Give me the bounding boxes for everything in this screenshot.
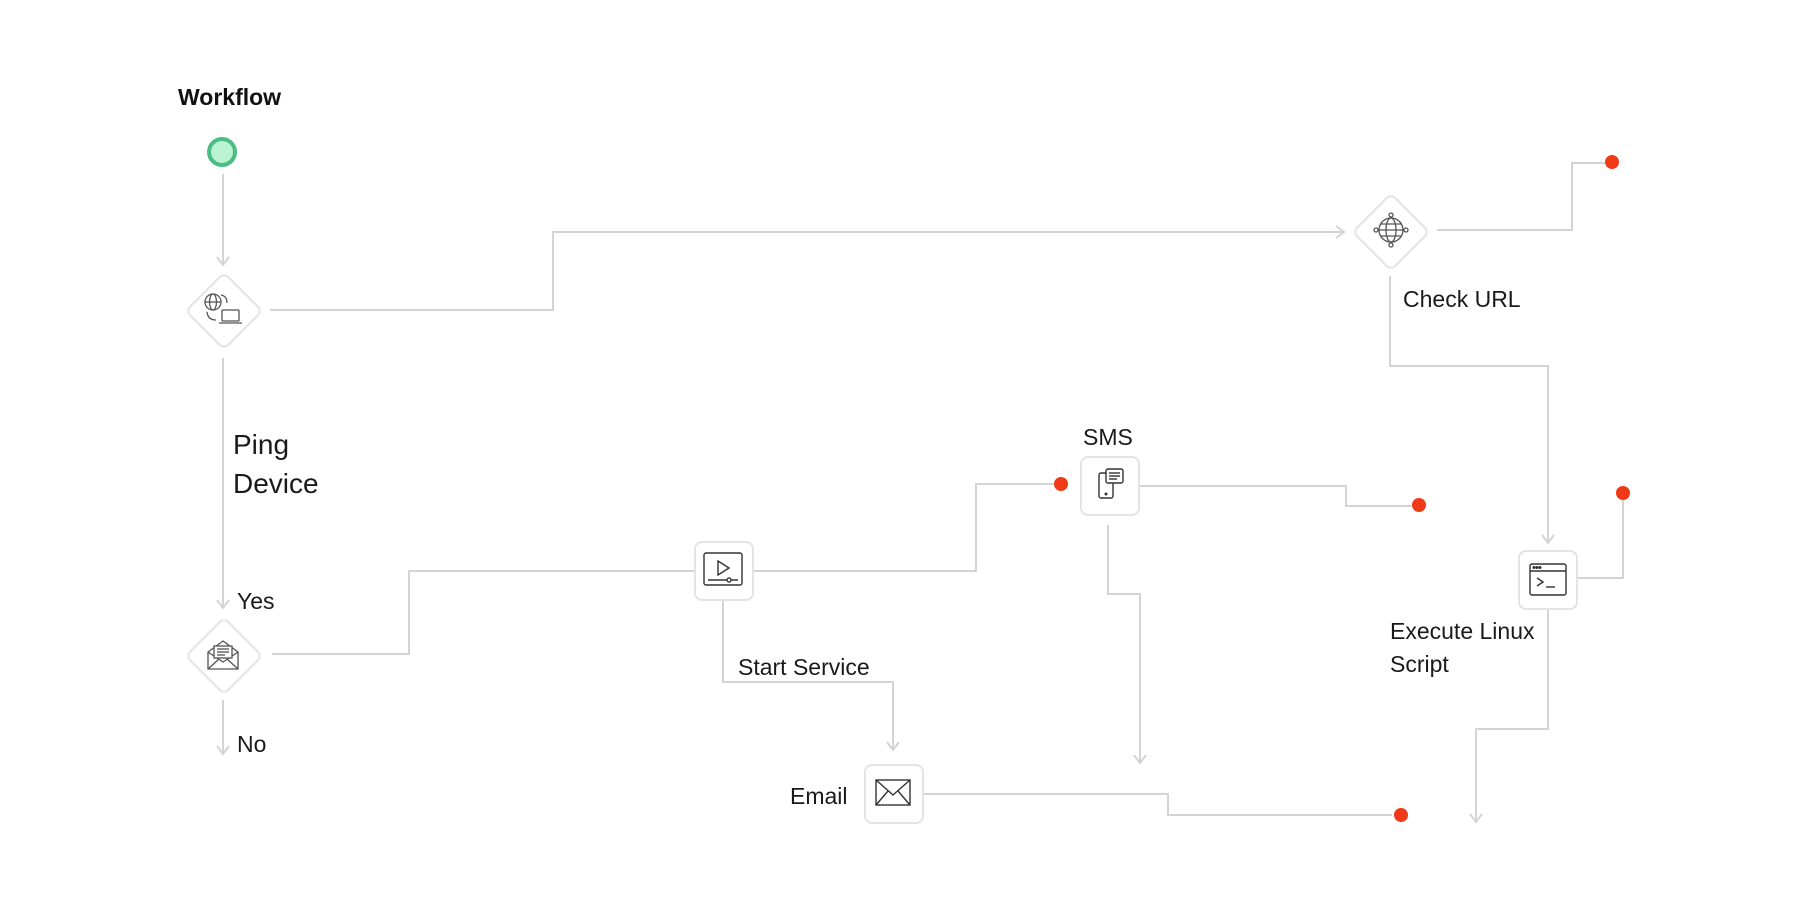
arrowhead: [1335, 225, 1346, 239]
branch-no-label: No: [237, 731, 267, 757]
connector-startservice-to-sms: [752, 483, 1054, 572]
execute-script-label-line1: Execute Linux: [1390, 618, 1535, 644]
connector-checkurl-to-script: [1389, 276, 1549, 542]
arrowhead: [216, 256, 230, 267]
arrowhead: [1133, 754, 1147, 765]
connector-email-to-end: [923, 793, 1392, 816]
workflow-title: Workflow: [178, 84, 282, 110]
arrowhead: [1541, 534, 1555, 545]
branch-yes-label: Yes: [237, 588, 275, 614]
connector-condition-to-startservice: [272, 570, 694, 655]
arrowhead: [216, 599, 230, 610]
connector-checkurl-to-end: [1437, 162, 1612, 231]
arrowhead: [1469, 813, 1483, 824]
endpoint-dot[interactable]: [1616, 486, 1630, 500]
check-url-label: Check URL: [1403, 286, 1521, 312]
ping-device-label-line2: Device: [233, 468, 319, 499]
start-service-label: Start Service: [738, 654, 870, 680]
arrowhead: [886, 741, 900, 752]
endpoint-dot[interactable]: [1054, 477, 1068, 491]
connector-sms-to-end: [1139, 485, 1414, 507]
email-label: Email: [790, 783, 848, 809]
endpoint-dot[interactable]: [1394, 808, 1408, 822]
sms-label: SMS: [1083, 424, 1133, 450]
ping-device-label-line1: Ping: [233, 429, 290, 460]
connector-ping-to-checkurl: [270, 231, 1344, 311]
connector-script-down: [1475, 608, 1549, 821]
endpoint-dot[interactable]: [1412, 498, 1426, 512]
start-node[interactable]: [207, 137, 237, 167]
play-service-icon: [703, 552, 743, 586]
ping-device-icon: [204, 293, 242, 324]
connector-script-to-end: [1576, 495, 1624, 579]
connector-sms-down: [1107, 525, 1141, 762]
connector-startservice-to-email: [722, 600, 894, 749]
arrowhead: [216, 745, 230, 756]
endpoint-dot[interactable]: [1605, 155, 1619, 169]
envelope-icon: [875, 779, 911, 806]
globe-icon: [1373, 212, 1409, 248]
mobile-message-icon: [1098, 468, 1124, 499]
terminal-icon: [1529, 563, 1567, 596]
sms-node[interactable]: [1080, 456, 1140, 516]
execute-script-label-line2: Script: [1390, 651, 1449, 677]
open-mail-icon: [207, 640, 239, 670]
execute-script-node[interactable]: [1518, 550, 1578, 610]
